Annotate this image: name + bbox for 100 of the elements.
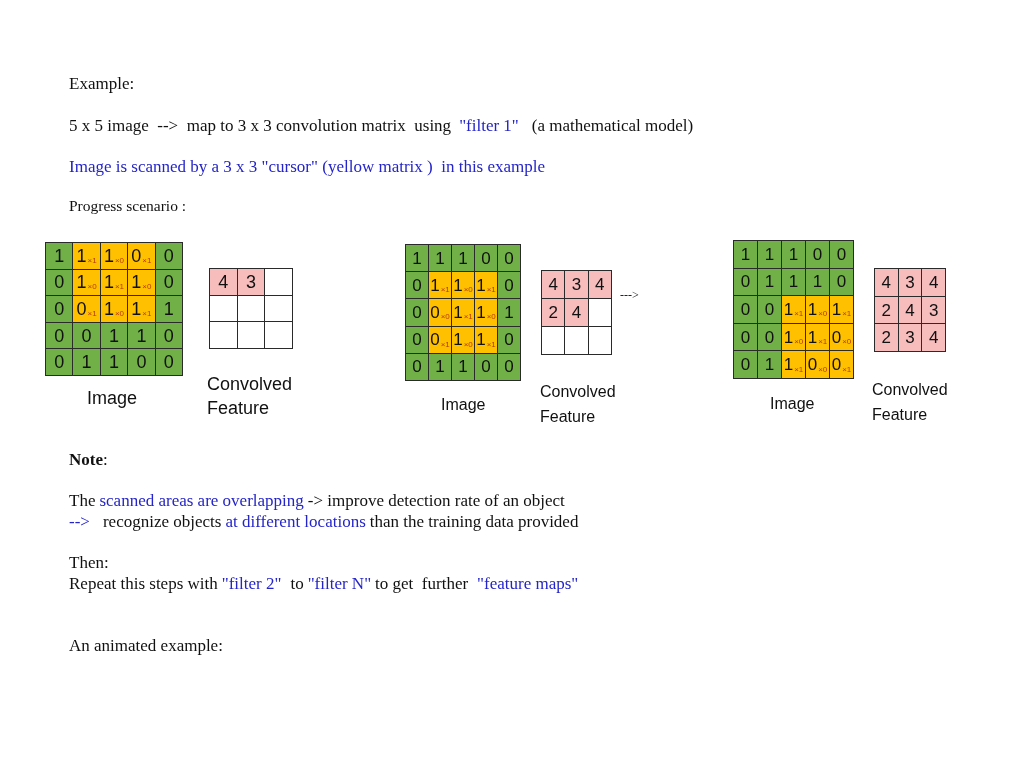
- body-text: -> improve detection rate of an object: [307, 491, 565, 511]
- note-heading: Note:: [69, 450, 108, 470]
- pixel-cell: 0: [498, 245, 521, 273]
- pixel-cell: 0: [758, 296, 782, 324]
- feature-matrix: [541, 270, 612, 355]
- pixel-cell: 0: [475, 245, 498, 273]
- feature-matrix: [209, 268, 294, 350]
- scanned-pixel-cell: 1$_{×1}$: [475, 326, 498, 354]
- scanned-pixel-cell: 0$_{×0}$: [429, 299, 452, 327]
- pixel-cell: 1: [758, 351, 782, 379]
- body-text: Example:: [69, 74, 135, 94]
- scanned-pixel-cell: 1$_{×0}$: [73, 269, 101, 297]
- matrix-caption: Convolved Feature: [207, 373, 294, 420]
- scanned-pixel-cell: 1$_{×1}$: [73, 243, 101, 270]
- highlighted-text: "filter 2": [221, 574, 282, 594]
- scanned-pixel-cell: 1$_{×0}$: [782, 323, 806, 352]
- scanned-pixel-cell: 1$_{×0}$: [806, 296, 830, 324]
- pixel-cell: 1: [452, 245, 475, 273]
- matrix-caption: Convolved Feature: [540, 382, 617, 427]
- feature-matrix: [874, 268, 947, 353]
- pixel-cell: 0: [155, 349, 183, 376]
- feature-value-cell: 3: [922, 296, 947, 325]
- pixel-cell: 1: [429, 353, 452, 381]
- scanned-pixel-cell: 1$_{×1}$: [782, 351, 806, 379]
- body-text: Progress scenario :: [69, 196, 187, 216]
- scanned-pixel-cell: 0$_{×1}$: [73, 296, 101, 323]
- pixel-cell: 1: [429, 245, 452, 273]
- scanned-pixel-cell: 0$_{×0}$: [830, 323, 854, 352]
- pixel-cell: 0: [46, 322, 74, 350]
- scanned-pixel-cell: 1$_{×0}$: [452, 272, 475, 300]
- pixel-cell: 1: [73, 349, 101, 376]
- pixel-cell: 0: [830, 268, 854, 297]
- scanned-pixel-cell: 1$_{×1}$: [429, 272, 452, 300]
- body-text: Then:: [69, 553, 109, 573]
- pixel-cell: 0: [155, 243, 183, 270]
- scanned-pixel-cell: 1$_{×0}$: [475, 299, 498, 327]
- pixel-cell: 0: [46, 349, 74, 376]
- feature-value-cell: 4: [210, 269, 238, 296]
- pixel-cell: 0: [406, 353, 429, 381]
- pixel-cell: 0: [734, 268, 758, 297]
- pixel-cell: 1: [734, 241, 758, 269]
- scanned-pixel-cell: 1$_{×1}$: [806, 323, 830, 352]
- pixel-cell: 1: [406, 245, 429, 273]
- matrix-caption: Image: [770, 394, 816, 414]
- feature-value-cell: 2: [875, 324, 899, 353]
- pixel-cell: 0: [46, 296, 74, 323]
- body-text: to get further: [375, 574, 469, 594]
- pixel-cell: 1: [782, 268, 806, 297]
- pixel-cell: 1: [806, 268, 830, 297]
- pixel-cell: 0: [128, 349, 156, 376]
- scanned-pixel-cell: 0$_{×1}$: [128, 243, 156, 270]
- matrix-caption: Image: [87, 387, 139, 409]
- highlighted-text: -->: [69, 512, 90, 532]
- body-text: Repeat this steps with: [69, 574, 218, 594]
- scanned-pixel-cell: 0$_{×1}$: [429, 326, 452, 354]
- image-matrix: [405, 244, 521, 381]
- scanned-pixel-cell: 1$_{×0}$: [128, 269, 156, 297]
- highlighted-text: scanned areas are overlapping: [99, 491, 304, 511]
- pixel-cell: 1: [46, 243, 74, 270]
- feature-value-cell: 4: [588, 271, 612, 299]
- pixel-cell: 1: [758, 241, 782, 269]
- pixel-cell: 1: [452, 353, 475, 381]
- scanned-pixel-cell: 1$_{×0}$: [100, 296, 129, 323]
- pixel-cell: 0: [734, 323, 758, 352]
- pixel-cell: 0: [73, 322, 101, 350]
- pixel-cell: 0: [46, 269, 74, 297]
- scanned-pixel-cell: 1$_{×1}$: [475, 272, 498, 300]
- scanned-pixel-cell: 1$_{×1}$: [128, 296, 156, 323]
- feature-value-cell: 2: [875, 296, 899, 325]
- pixel-cell: 0: [734, 351, 758, 379]
- feature-value-cell: 3: [898, 324, 923, 353]
- matrix-caption: Convolved Feature: [872, 380, 949, 425]
- pixel-cell: 0: [406, 299, 429, 327]
- scanned-pixel-cell: 1$_{×1}$: [830, 296, 854, 324]
- feature-value-cell: 4: [542, 271, 566, 299]
- pixel-cell: 1: [758, 268, 782, 297]
- pixel-cell: 0: [498, 353, 521, 381]
- pixel-cell: 0: [475, 353, 498, 381]
- feature-value-cell: 3: [565, 271, 589, 299]
- pixel-cell: 1: [128, 322, 156, 350]
- feature-value-cell: 4: [922, 269, 947, 297]
- highlighted-text: "feature maps": [477, 574, 579, 594]
- highlighted-text: "filter 1": [459, 116, 519, 136]
- body-text: than the training data provided: [369, 512, 579, 532]
- scanned-pixel-cell: 1$_{×0}$: [452, 326, 475, 354]
- pixel-cell: 0: [406, 326, 429, 354]
- image-matrix: [733, 240, 854, 379]
- feature-value-cell: 4: [565, 299, 589, 327]
- body-text: The: [69, 491, 96, 511]
- matrix-caption: Image: [441, 395, 487, 415]
- image-matrix: [45, 242, 183, 376]
- body-text: recognize objects: [102, 512, 222, 532]
- highlighted-text: at different locations: [225, 512, 366, 532]
- pixel-cell: 0: [498, 326, 521, 354]
- pixel-cell: 0: [806, 241, 830, 269]
- pixel-cell: 0: [830, 241, 854, 269]
- body-text: (a mathematical model): [531, 116, 694, 136]
- scanned-pixel-cell: 1$_{×1}$: [452, 299, 475, 327]
- highlighted-text: Image is scanned by a 3 x 3 "cursor" (yellow matrix ) in this example: [69, 157, 546, 177]
- body-text: to: [290, 574, 304, 594]
